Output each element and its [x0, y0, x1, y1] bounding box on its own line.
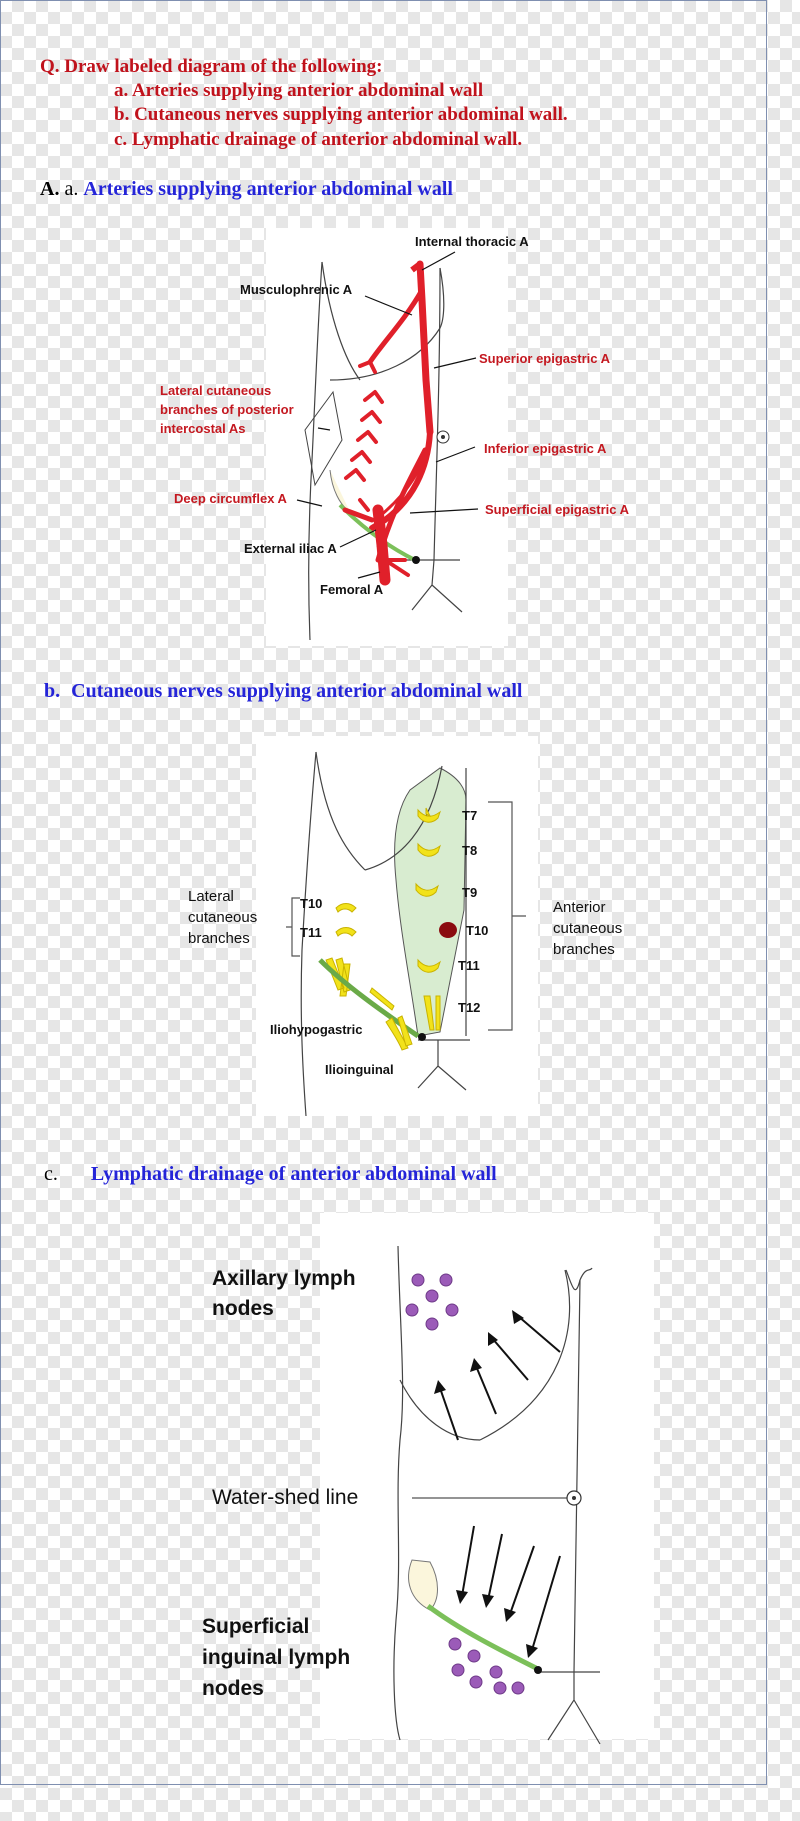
- downward-drainage-arrows: [462, 1526, 560, 1650]
- rib-outline-c: [480, 1270, 570, 1440]
- axillary-lymph-nodes: [406, 1274, 458, 1330]
- label-watershed: Water-shed line: [212, 1486, 358, 1510]
- midline-c: [574, 1280, 580, 1672]
- label-inguinal-2: inguinal lymph: [202, 1643, 350, 1673]
- asis-region-c: [409, 1560, 438, 1610]
- inguinal-lymph-nodes: [449, 1638, 524, 1694]
- upward-arrowheads: [434, 1310, 524, 1394]
- label-inguinal-3: nodes: [202, 1674, 264, 1704]
- label-axillary-1: Axillary lymph: [212, 1264, 356, 1294]
- pubic-outline-c: [540, 1672, 600, 1744]
- xiphoid-c: [566, 1268, 592, 1290]
- label-axillary-2: nodes: [212, 1294, 274, 1324]
- label-inguinal-1: Superficial: [202, 1612, 309, 1642]
- upward-drainage-arrows: [440, 1316, 560, 1440]
- inguinal-ligament-c: [428, 1606, 536, 1668]
- body-outline-left-c: [394, 1246, 403, 1740]
- pubic-tubercle-c: [534, 1666, 542, 1674]
